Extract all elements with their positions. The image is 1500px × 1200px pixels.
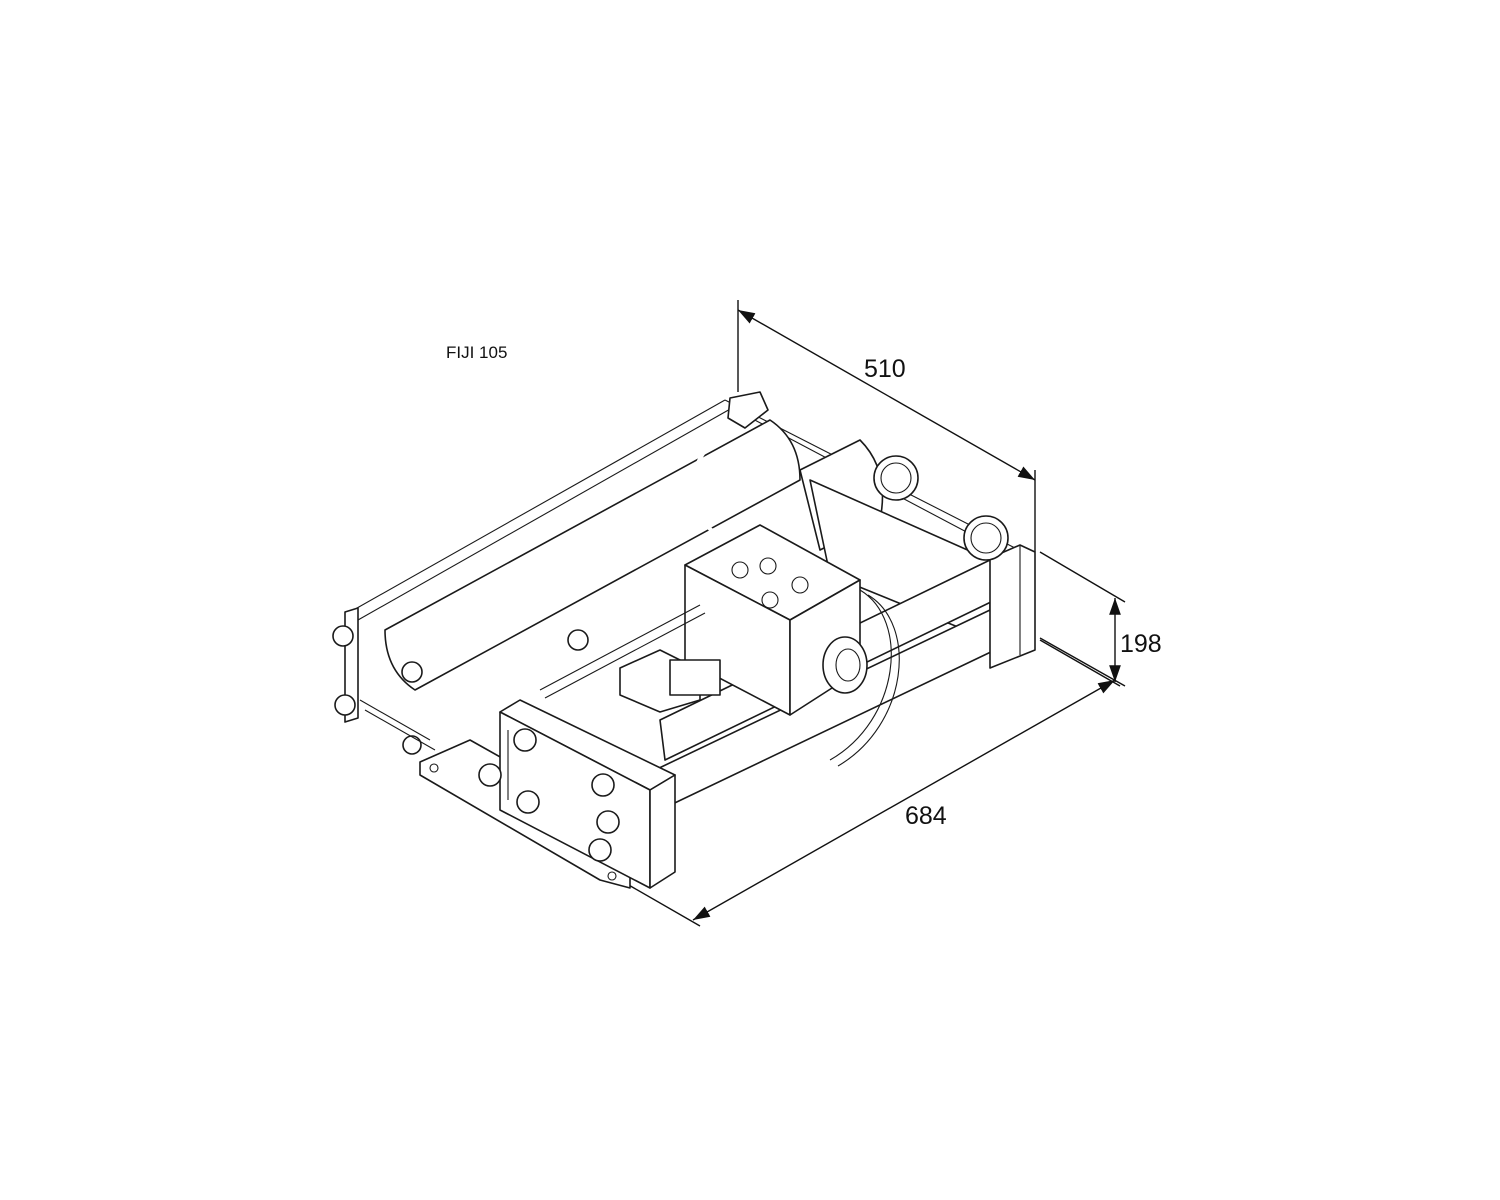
width-dimension-label: 510 [864,355,906,383]
length-dimension-label: 684 [905,802,947,830]
dimension-width [737,300,1036,552]
pressure-gauge-icon [963,515,1009,561]
dimension-length [619,639,1121,927]
height-dimension-label: 198 [1120,630,1162,658]
ro-unit [332,391,1036,889]
dimension-height [1039,551,1126,687]
model-label: FIJI 105 [446,343,508,362]
pressure-gauge-icon [873,455,919,501]
